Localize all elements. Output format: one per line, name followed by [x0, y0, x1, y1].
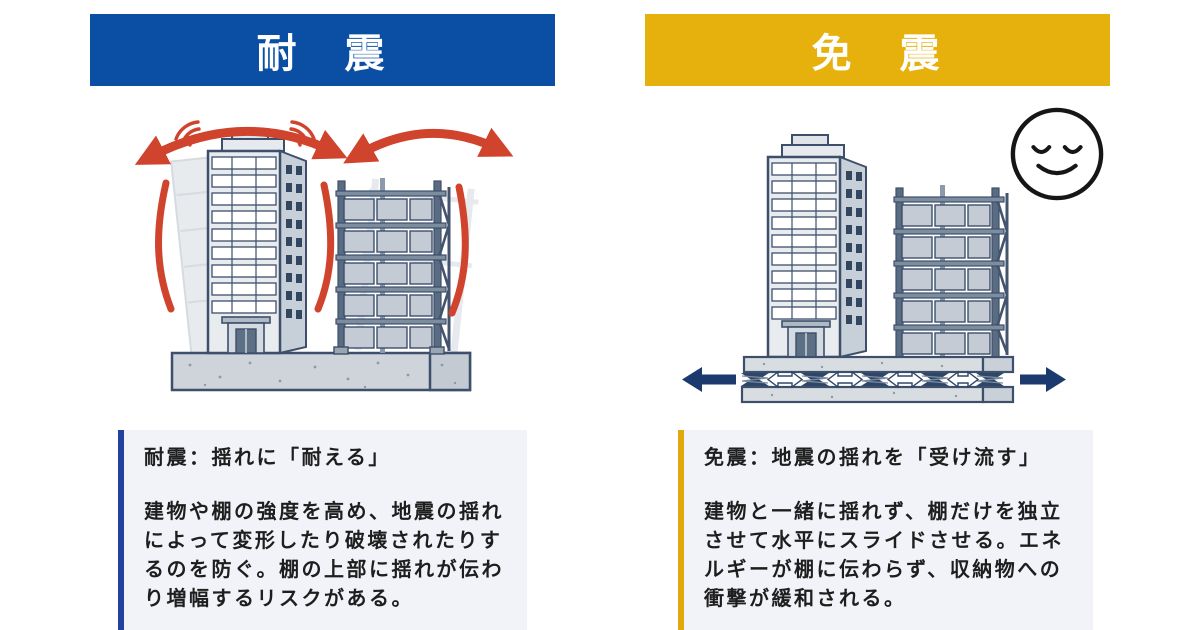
taishin-note-body: 建物や棚の強度を高め、地震の揺れによって変形したり破壊されたりするのを防ぐ。棚の…	[144, 501, 504, 610]
menshin-note-body: 建物と一緒に揺れず、棚だけを独立させて水平にスライドさせる。エネルギーが棚に伝わ…	[704, 501, 1064, 610]
taishin-header: 耐 震	[90, 14, 555, 86]
taishin-header-label: 耐 震	[256, 32, 389, 76]
slide-indicator-arrows	[766, 370, 980, 389]
shake-arrows-icon	[134, 126, 514, 317]
building	[766, 134, 867, 359]
menshin-note-title: 免震：地震の揺れを「受け流す」	[704, 447, 1042, 469]
vibration-arcs-icon	[174, 120, 316, 147]
ground-slab	[170, 351, 472, 392]
building-windows	[211, 156, 277, 314]
building-entrance	[221, 316, 271, 354]
shaking-building-illustration	[134, 120, 514, 392]
left-eye	[1031, 145, 1052, 155]
building-side-windows	[286, 165, 302, 319]
seismic-isolation-illustration	[682, 134, 1066, 404]
building-entrance	[781, 320, 831, 358]
storage-rack	[333, 178, 451, 355]
rack-boxes	[343, 198, 433, 349]
relieved-face-icon	[1010, 107, 1104, 201]
taishin-note: 耐震：揺れに「耐える」 建物や棚の強度を高め、地震の揺れによって変形したり破壊さ…	[118, 430, 527, 630]
storage-rack	[893, 185, 1009, 358]
isolation-base	[740, 355, 1015, 404]
right-eye	[1062, 145, 1083, 155]
taishin-note-title: 耐震：揺れに「耐える」	[144, 447, 391, 469]
menshin-note: 免震：地震の揺れを「受け流す」 建物と一緒に揺れず、棚だけを独立させて水平にスラ…	[678, 430, 1093, 630]
slide-arrows-icon	[682, 367, 1066, 392]
isolator-bearings	[741, 373, 1004, 386]
menshin-header-label: 免 震	[811, 32, 944, 76]
building	[206, 128, 307, 355]
menshin-header: 免 震	[645, 14, 1110, 86]
smile-mouth	[1036, 163, 1078, 176]
